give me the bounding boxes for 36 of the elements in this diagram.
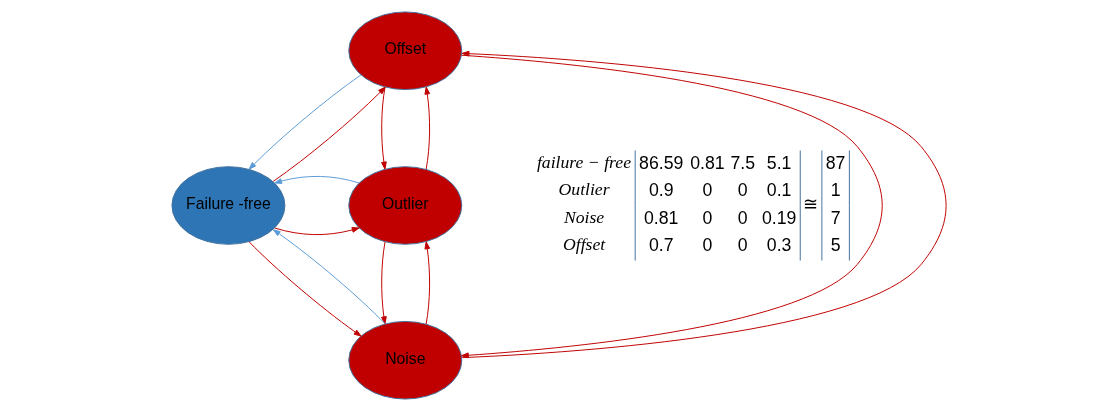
label: 0 xyxy=(737,180,748,201)
label: 0 xyxy=(737,235,748,256)
label: 0.19 xyxy=(761,207,796,228)
label: 87 xyxy=(825,152,845,173)
arrow xyxy=(380,241,387,325)
label: Noise xyxy=(563,206,604,227)
label: 7.5 xyxy=(729,152,755,173)
node-ellipse: Offset xyxy=(347,11,462,91)
label: 5.1 xyxy=(766,152,791,173)
label: 0 xyxy=(701,207,712,228)
arrow xyxy=(273,175,360,184)
label: 0 xyxy=(701,180,712,201)
label: 7 xyxy=(830,207,841,228)
arrow xyxy=(423,241,430,325)
label: 0.3 xyxy=(766,235,791,256)
label: 0.9 xyxy=(648,180,674,201)
label: failure − free xyxy=(536,151,631,172)
arrow xyxy=(272,86,386,182)
label: ≅ xyxy=(802,193,818,214)
label: 0.1 xyxy=(766,180,791,201)
arrow xyxy=(248,74,361,170)
label: 0.81 xyxy=(643,207,678,228)
label: 0 xyxy=(737,207,748,228)
label: Offset xyxy=(562,234,605,255)
arrow xyxy=(272,229,386,325)
node-ellipse: Noise xyxy=(347,320,462,400)
arrow xyxy=(423,86,430,170)
label: 86.59 xyxy=(638,152,683,173)
label: Outlier xyxy=(558,179,610,200)
label: 1 xyxy=(830,180,841,201)
label: 0.81 xyxy=(689,152,725,173)
arrow xyxy=(273,227,360,236)
arrow xyxy=(248,241,361,337)
label: 5 xyxy=(830,235,841,256)
label: 0.7 xyxy=(648,235,674,256)
label: 0 xyxy=(701,235,712,256)
